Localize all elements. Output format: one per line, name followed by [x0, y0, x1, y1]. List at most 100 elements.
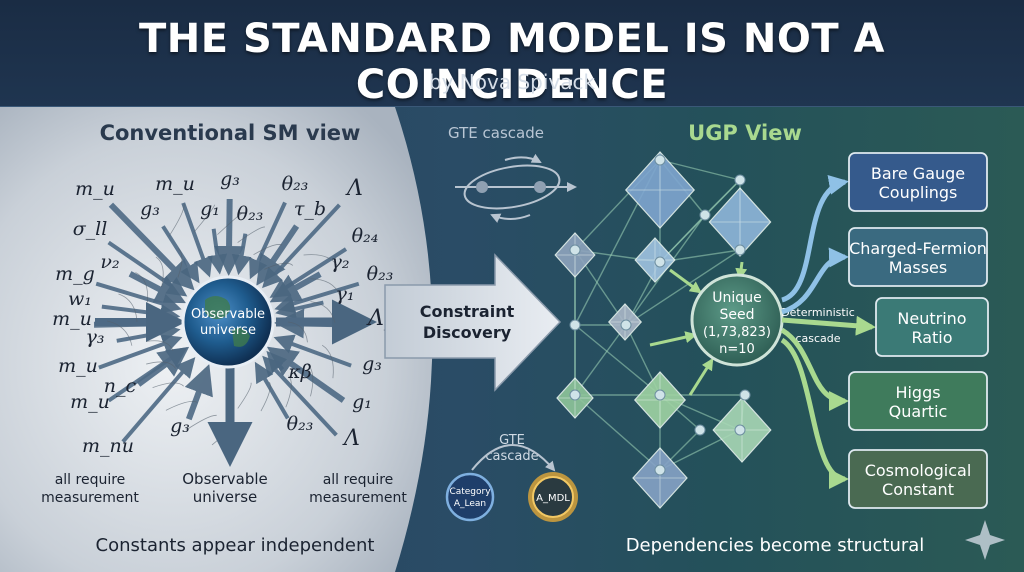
scribble-line	[185, 414, 217, 431]
node-left-label-1: Category	[449, 487, 491, 497]
seed-label-4: n=10	[719, 342, 755, 357]
inflow-arrow	[649, 331, 698, 347]
bottom-node-label-2: universe	[193, 488, 258, 506]
left-note-2: measurement	[41, 490, 139, 506]
radial-arrow	[273, 334, 352, 368]
right-caption: Dependencies become structural	[626, 535, 925, 556]
lattice-vertex	[734, 174, 746, 186]
constant-symbol: τ_b	[294, 198, 326, 220]
radial-arrow	[262, 355, 338, 437]
scribble-line	[217, 212, 243, 235]
constant-symbol: θ₂₃	[287, 413, 314, 435]
center-node-label-1: Observable	[191, 307, 265, 322]
output-box	[848, 152, 988, 212]
radial-arrow	[184, 364, 213, 421]
scribble-line	[285, 375, 292, 408]
center-node-label-2: universe	[200, 323, 256, 338]
constant-symbol: Λ	[345, 176, 363, 201]
lattice-vertex	[654, 464, 666, 476]
bottom-node-label-1: Observable	[182, 470, 268, 488]
radial-arrow	[181, 202, 213, 278]
scribble-line	[177, 248, 183, 278]
crystal-facet	[633, 448, 687, 508]
constant-symbol: σ_ll	[73, 218, 108, 240]
left-note-1: all require	[55, 472, 126, 488]
page-title: THE STANDARD MODEL IS NOT A COINCIDENCE	[138, 16, 886, 108]
lattice-vertex	[734, 244, 746, 256]
radial-arrow	[266, 346, 346, 403]
constant-symbol: m_u	[58, 355, 98, 377]
radial-arrow	[262, 203, 341, 289]
constant-symbols: m_ug₃σ_llν₂m_gw₁m_uγ₃m_un_cm_um_nug₃m_ug…	[52, 168, 402, 457]
lattice-vertex	[654, 389, 666, 401]
arrow-label-1: Constraint	[420, 302, 515, 321]
constant-symbol: g₁	[352, 391, 372, 413]
page-subtitle: by Nova Spivack	[428, 70, 596, 94]
constant-symbol: g₃	[170, 415, 190, 437]
constant-symbol: γ₃	[86, 326, 105, 348]
output-box	[875, 297, 989, 357]
output-label-line-1: Charged-Fermion	[849, 239, 987, 258]
scribble-line	[287, 321, 308, 343]
constant-symbol: m_u	[70, 391, 110, 413]
scribble-line	[106, 320, 133, 346]
inflow-arrow	[669, 268, 702, 294]
inflow-arrow	[688, 357, 714, 396]
constant-symbol: θ₂₄	[352, 225, 379, 247]
constant-symbol: n_c	[104, 375, 137, 397]
scribble-line	[146, 340, 174, 351]
lattice-edge	[625, 249, 741, 326]
radial-arrow	[231, 233, 252, 276]
constraint-discovery-arrow	[384, 253, 562, 392]
lattice-edge	[659, 179, 741, 263]
output-label-line-2: Couplings	[879, 183, 958, 202]
scribble-line	[260, 381, 271, 412]
output-label-line-1: Cosmological	[865, 461, 972, 480]
radial-arrow	[161, 225, 200, 284]
constant-symbol: Λ	[342, 426, 360, 451]
det-label-1: Deterministic	[781, 306, 855, 319]
constant-symbol: ν₂	[100, 251, 119, 273]
header-bar: THE STANDARD MODEL IS NOT A COINCIDENCE …	[0, 0, 1024, 108]
radial-arrow	[254, 361, 290, 420]
scribble-line	[237, 382, 252, 409]
scribble-line	[152, 382, 184, 389]
right-note-1: all require	[323, 472, 394, 488]
lattice-vertex	[654, 256, 666, 268]
scribble-line	[193, 204, 216, 233]
constant-symbol: m_g	[55, 263, 95, 285]
lattice-edge	[659, 159, 741, 181]
cascade-loop-arrow	[471, 444, 556, 472]
seed-label-3: (1,73,823)	[703, 325, 771, 340]
output-connector	[781, 315, 876, 336]
lattice-vertex	[694, 424, 706, 436]
scribble-line	[264, 262, 294, 270]
left-caption: Constants appear independent	[96, 535, 375, 556]
constant-symbol: θ₂₃	[367, 263, 394, 285]
output-label-line-1: Higgs	[895, 383, 940, 402]
constant-symbol: m_u	[75, 178, 115, 200]
output-connector	[780, 327, 849, 411]
output-box	[848, 371, 988, 431]
output-connectors	[780, 174, 876, 489]
output-label-line-1: Neutrino	[897, 309, 966, 328]
constant-symbol: γ₂	[331, 251, 350, 273]
lattice-vertex	[734, 424, 746, 436]
radial-arrow	[214, 198, 245, 277]
cascade-icon-top	[455, 153, 577, 223]
scribble-line	[146, 361, 176, 369]
scribble-line	[118, 293, 138, 323]
lattice-edge	[574, 324, 627, 396]
sparkle-icon	[965, 520, 1005, 560]
seed-label-1: Unique	[712, 290, 761, 306]
node-left-label-2: A_Lean	[454, 499, 486, 509]
radial-arrow	[121, 357, 196, 444]
constant-symbol: θ₂₃	[237, 203, 264, 225]
output-label-line-2: Ratio	[911, 328, 952, 347]
scribble-line	[155, 256, 164, 288]
constraint-lattice	[554, 151, 772, 509]
constant-symbol: θ₂₃	[282, 173, 309, 195]
scribble-line	[306, 363, 314, 397]
